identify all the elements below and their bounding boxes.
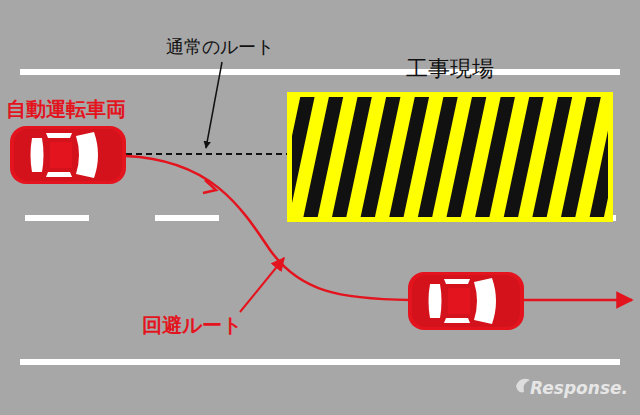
lane-line — [20, 359, 620, 365]
normal-route — [126, 153, 288, 155]
site-heading: 工事現場 — [406, 56, 494, 82]
lane-line — [20, 69, 620, 75]
construction-site: 工事現場 — [287, 50, 613, 222]
route-label: 回避ルート — [142, 313, 242, 337]
watermark: Response. — [530, 378, 628, 398]
car — [408, 272, 524, 330]
leader-line — [240, 258, 284, 312]
route-arrow — [203, 180, 216, 193]
car — [10, 126, 126, 184]
route-label: 通常のルート — [166, 36, 274, 58]
vehicle-label: 自動運転車両 — [6, 97, 126, 121]
watermark-logo — [516, 379, 530, 393]
striped-barrier — [287, 92, 613, 222]
leader-line — [206, 62, 222, 148]
